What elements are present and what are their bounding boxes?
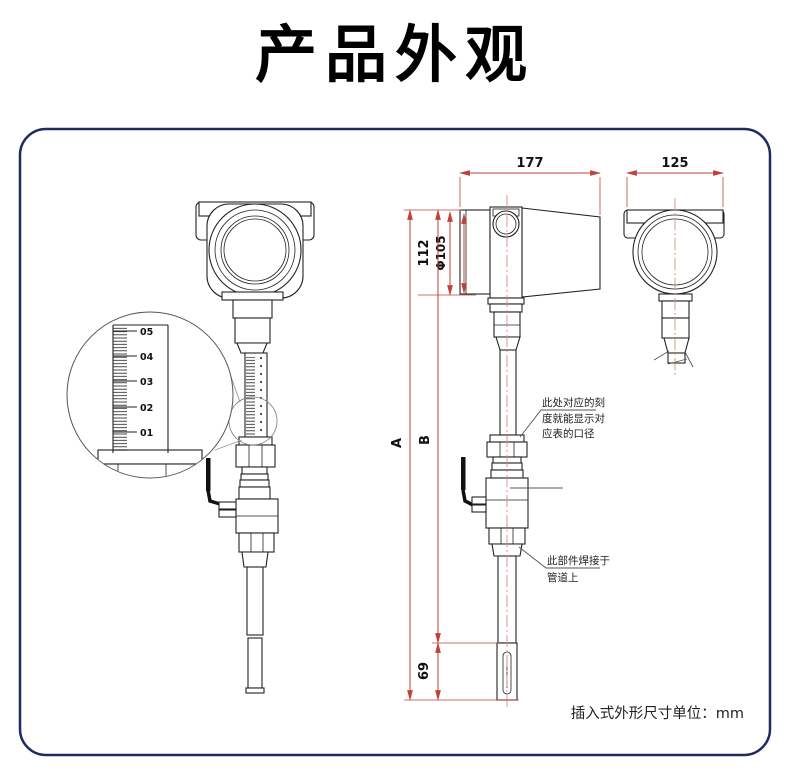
scale-note-line1: 此处对应的刻 [542, 396, 605, 409]
back-break-lines [653, 350, 694, 368]
side-valve-handle [461, 457, 487, 513]
weld-note-leader [518, 546, 600, 569]
detail-circle [66, 311, 234, 479]
page-title: 产品外观 [254, 21, 535, 90]
detail-view: 05 04 03 02 01 [66, 311, 278, 479]
front-probe-tube [245, 566, 265, 694]
scale-note-line2: 度就能显示对 [542, 412, 605, 425]
scale-label-02: 02 [140, 403, 153, 414]
front-view [195, 201, 315, 694]
footer-unit-note: 插入式外形尺寸单位：mm [571, 705, 744, 722]
scale-label-03: 03 [140, 377, 153, 388]
dim-label-A: A [390, 438, 405, 448]
card-border [18, 127, 772, 757]
detail-content: 05 04 03 02 01 [81, 324, 219, 478]
dim-label-177: 177 [516, 156, 543, 171]
dim-label-112: 112 [417, 239, 432, 266]
detail-base [81, 449, 219, 478]
front-neck [221, 291, 284, 354]
scale-label-05: 05 [140, 327, 153, 338]
dim-label-69: 69 [417, 662, 432, 680]
back-neck [658, 293, 693, 364]
front-ball-valve [235, 486, 279, 568]
stem-tick-marks [246, 357, 255, 435]
side-neck [487, 297, 525, 436]
weld-note-line2: 管道上 [547, 571, 579, 584]
detail-connector-bottom [214, 439, 243, 451]
dim-label-B: B [418, 435, 433, 445]
dim-label-125: 125 [661, 156, 688, 171]
detail-scale-labels: 05 04 03 02 01 [140, 327, 154, 439]
front-head-body [206, 203, 304, 299]
side-head [459, 206, 601, 299]
weld-note-line1: 此部件焊接于 [547, 554, 610, 567]
front-compression-fitting [235, 436, 276, 488]
scale-note-line3: 应表的口径 [542, 427, 595, 440]
stem-dot-marks [257, 357, 262, 435]
product-appearance-diagram: 05 04 03 02 01 [18, 127, 772, 757]
back-view [623, 198, 725, 378]
scale-label-04: 04 [140, 352, 154, 363]
annotations: 此处对应的刻 度就能显示对 应表的口径 此部件焊接于 管道上 [510, 396, 610, 584]
scale-label-01: 01 [140, 428, 153, 439]
dim-label-105: Φ105 [434, 235, 448, 270]
detail-ruler [112, 324, 169, 453]
front-scale-stem [244, 352, 268, 438]
side-view [459, 195, 601, 710]
dimensions: 177 125 112 Φ105 A B 69 [390, 156, 724, 701]
front-valve-handle [206, 458, 237, 518]
scale-note-leader [519, 409, 596, 438]
